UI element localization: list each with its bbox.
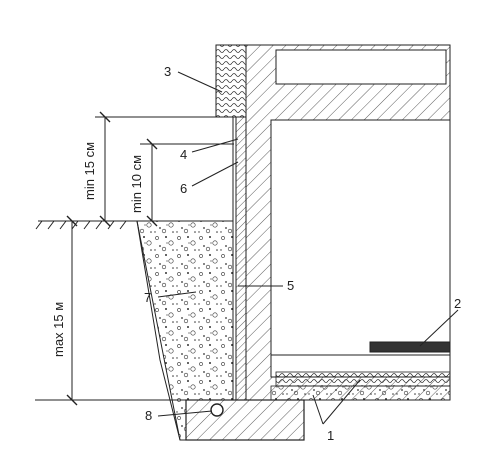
callout-3: 3 — [164, 64, 171, 79]
dim-max15-label: max 15 м — [51, 302, 66, 357]
callout-8: 8 — [145, 408, 152, 423]
top-insulation — [215, 44, 247, 118]
ground-line-left — [35, 220, 181, 441]
callout-2: 2 — [454, 296, 461, 311]
drain-pipe — [210, 403, 224, 417]
leader-lines — [157, 71, 459, 425]
callout-6: 6 — [180, 181, 187, 196]
callout-1: 1 — [327, 428, 334, 443]
callout-4: 4 — [180, 147, 187, 162]
callout-5: 5 — [287, 278, 294, 293]
callout-7: 7 — [144, 290, 151, 305]
waterproofing-layers — [232, 116, 247, 401]
dim-min10-label: min 10 см — [129, 155, 144, 213]
wall-hatched — [245, 44, 451, 401]
dimension-lines — [35, 111, 234, 406]
footing — [185, 399, 305, 441]
dim-min15-label: min 15 см — [82, 142, 97, 200]
